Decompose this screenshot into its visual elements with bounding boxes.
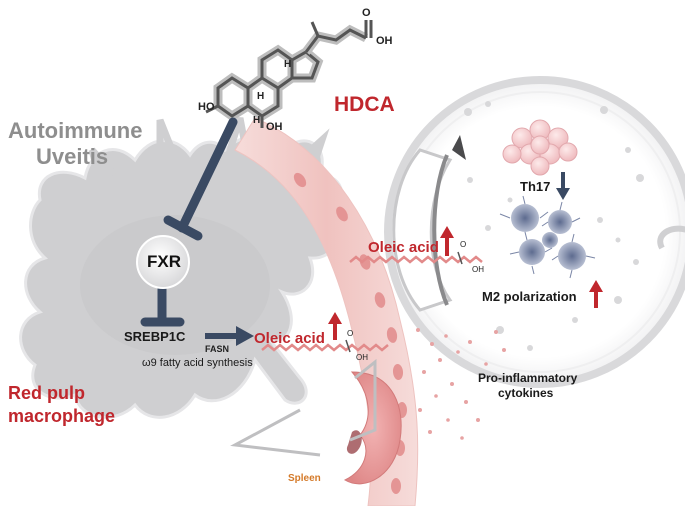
acid-oh-label: OH <box>376 35 393 47</box>
hydroxyl-3-label: HO <box>198 101 215 113</box>
gene-label: SREBP1C <box>124 329 186 344</box>
oleic-eye-carboxyl <box>457 251 463 265</box>
oleic-eye-oh-label: OH <box>472 265 484 274</box>
pathway-label: ω9 fatty acid synthesis <box>142 357 253 369</box>
oleic-eye-o-label: O <box>460 240 467 249</box>
synthesis-arrow-head <box>236 326 254 346</box>
th17-cell-cluster <box>502 119 578 176</box>
acid-o-label: O <box>362 7 371 19</box>
hdca-molecule <box>205 20 373 128</box>
decrease-arrow <box>556 172 570 200</box>
cell-label-line1: Red pulp <box>8 383 85 403</box>
pseudopod-spikes <box>88 116 365 248</box>
h-label-b: H <box>257 91 265 102</box>
m2-macrophage-cluster <box>499 195 596 279</box>
oleic-chain-cell <box>261 343 389 352</box>
condition-label-line2: Uveitis <box>36 144 109 169</box>
spleen-organ <box>343 371 402 485</box>
cell-label-line2: macrophage <box>8 406 116 426</box>
cytokines-label-line2: cytokines <box>498 386 554 400</box>
oleic-cell-o-label: O <box>347 329 354 338</box>
oleic-cell-carboxyl <box>345 339 351 353</box>
eye-gray-particles <box>464 101 644 351</box>
th17-label: Th17 <box>520 179 551 194</box>
h-label-c: H <box>284 59 292 70</box>
fxr-receptor-circle <box>136 235 190 289</box>
eye-optic-nerve <box>657 225 685 250</box>
oleic-acid-cell-label: Oleic acid <box>254 330 325 347</box>
spleen-label: Spleen <box>288 473 321 484</box>
m2-polarization-label: M2 polarization <box>482 289 577 304</box>
enzyme-label: FASN <box>205 344 230 354</box>
eye-lens <box>432 154 449 306</box>
increase-arrows <box>328 226 603 340</box>
spleen-connector-2 <box>349 358 377 442</box>
oleic-acid-eye-label: Oleic acid <box>368 239 439 256</box>
hydroxyl-6-label: OH <box>266 121 283 133</box>
eye-iris <box>452 135 466 160</box>
condition-label-line1: Autoimmune <box>8 118 143 143</box>
spleen-inner-zone <box>346 430 362 454</box>
fxr-label: FXR <box>147 252 181 271</box>
cytokines-label-line1: Pro-inflammatory <box>478 371 578 385</box>
compound-label: HDCA <box>334 93 395 116</box>
cytokine-dots <box>416 328 506 440</box>
h-label-a: H <box>253 115 261 126</box>
spleen-connector <box>230 408 321 457</box>
oleic-cell-oh-label: OH <box>356 353 368 362</box>
